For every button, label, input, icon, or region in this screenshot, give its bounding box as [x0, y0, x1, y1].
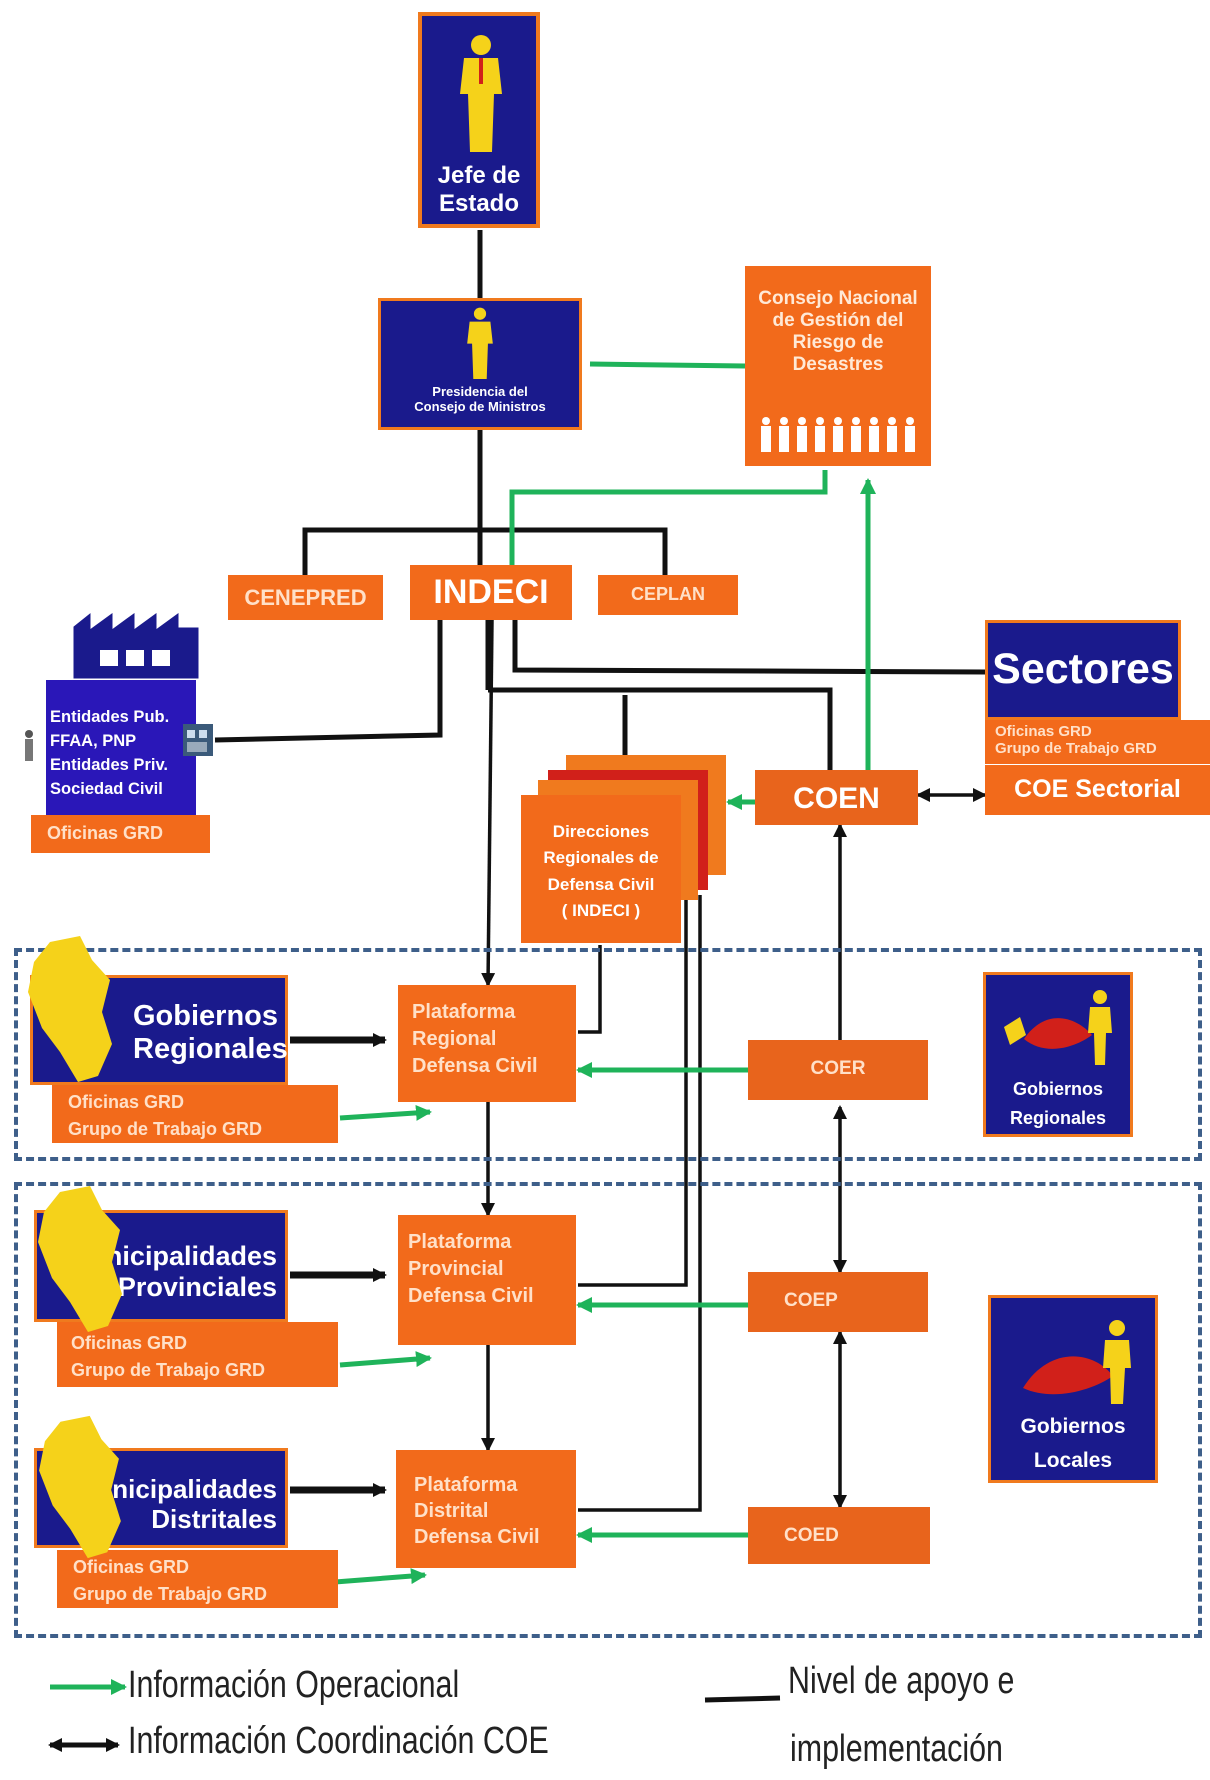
zone-local	[14, 1182, 1202, 1638]
coen-label: COEN	[793, 782, 880, 815]
node-cenepred[interactable]: CENEPRED	[228, 575, 383, 620]
plataforma-regional-label: Plataforma Regional Defensa Civil	[412, 1001, 538, 1077]
line-indeci-coen	[488, 687, 833, 770]
sectores-oficinas-label: Oficinas GRD Grupo de Trabajo GRD	[995, 723, 1157, 758]
direcciones-label: Direcciones Regionales de Defensa Civil …	[543, 822, 659, 921]
people-group-icon	[761, 417, 915, 452]
node-plataforma-distrital[interactable]: Plataforma Distrital Defensa Civil	[396, 1450, 576, 1568]
node-ceplan[interactable]: CEPLAN	[598, 575, 738, 615]
node-entidades-oficinas[interactable]: Oficinas GRD	[31, 815, 210, 853]
node-pcm[interactable]: Presidencia del Consejo de Ministros	[378, 298, 582, 430]
node-sectores-oficinas[interactable]: Oficinas GRD Grupo de Trabajo GRD	[985, 720, 1210, 764]
coed-label: COED	[784, 1525, 839, 1546]
sectores-label: Sectores	[992, 645, 1174, 693]
green-ofi-prov-plat	[339, 1351, 432, 1368]
coe-sectorial-label: COE Sectorial	[1014, 775, 1181, 803]
line-indeci-sectores	[512, 620, 986, 675]
green-ofi-reg-plat	[339, 1104, 432, 1121]
node-conagerd[interactable]: Consejo Nacional de Gestión del Riesgo d…	[745, 266, 931, 466]
node-coer[interactable]: COER	[748, 1040, 928, 1100]
line-branch	[302, 527, 668, 575]
node-mun-provinciales-oficinas[interactable]: Oficinas GRD Grupo de Trabajo GRD	[57, 1322, 338, 1387]
ceplan-label: CEPLAN	[630, 584, 705, 604]
green-conagerd-indeci	[509, 470, 828, 565]
legend-operacional: Información Operacional	[128, 1664, 460, 1706]
node-jefe-de-estado[interactable]: Jefe de Estado	[418, 12, 540, 228]
node-sectores[interactable]: Sectores	[985, 620, 1181, 720]
zone-regional	[14, 948, 1202, 1161]
entidades-label: Entidades Pub. FFAA, PNP Entidades Priv.…	[50, 708, 170, 798]
node-coep[interactable]: COEP	[748, 1272, 928, 1332]
node-direcciones[interactable]: Direcciones Regionales de Defensa Civil …	[521, 795, 681, 943]
legend-black-line	[704, 1695, 781, 1703]
node-gob-regionales-oficinas[interactable]: Oficinas GRD Grupo de Trabajo GRD	[52, 1085, 338, 1143]
node-gob-locales-side[interactable]: Gobiernos Locales	[988, 1295, 1158, 1483]
indeci-label: INDECI	[433, 573, 549, 611]
jefe-label: Jefe de Estado	[437, 162, 521, 217]
node-coe-sectorial[interactable]: COE Sectorial	[985, 765, 1210, 815]
legend-apoyo-line2: implementación	[790, 1728, 1003, 1770]
people-icon	[25, 730, 33, 761]
arrow-indeci-plat-reg	[481, 619, 496, 987]
coep-label: COEP	[784, 1290, 838, 1311]
coer-label: COER	[810, 1058, 866, 1079]
node-coen[interactable]: COEN	[755, 770, 918, 825]
node-indeci[interactable]: INDECI	[410, 565, 572, 620]
peru-map-icon	[28, 936, 112, 1082]
mun-provinciales-oficinas-label: Oficinas GRD Grupo de Trabajo GRD	[71, 1333, 266, 1380]
person-icon	[460, 35, 502, 152]
gob-regionales-side-label: Gobiernos Regionales	[1009, 1079, 1107, 1128]
peru-map-icon	[39, 1415, 121, 1559]
node-gob-regionales-side[interactable]: Gobiernos Regionales	[983, 972, 1133, 1137]
cenepred-label: CENEPRED	[244, 585, 367, 610]
node-coed[interactable]: COED	[748, 1507, 930, 1564]
node-plataforma-provincial[interactable]: Plataforma Provincial Defensa Civil	[398, 1215, 576, 1345]
gob-locales-side-label: Gobiernos Locales	[1020, 1415, 1126, 1472]
person-icon	[467, 307, 493, 379]
building-photo-icon	[183, 724, 213, 756]
gob-regionales-oficinas-label: Oficinas GRD Grupo de Trabajo GRD	[68, 1092, 263, 1139]
pcm-label: Presidencia del Consejo de Ministros	[414, 384, 546, 414]
mun-distritales-oficinas-label: Oficinas GRD Grupo de Trabajo GRD	[73, 1557, 268, 1604]
legend-coordinacion: Información Coordinación COE	[128, 1720, 549, 1762]
legend-apoyo-line1: Nivel de apoyo e	[788, 1660, 1015, 1702]
line-indeci-entidades	[214, 620, 443, 743]
node-entidades[interactable]: Entidades Pub. FFAA, PNP Entidades Priv.…	[46, 680, 196, 822]
gob-regionales-label: Gobiernos Regionales	[133, 1000, 288, 1066]
conagerd-label: Consejo Nacional de Gestión del Riesgo d…	[758, 288, 918, 375]
node-plataforma-regional[interactable]: Plataforma Regional Defensa Civil	[398, 985, 576, 1102]
plataforma-provincial-label: Plataforma Provincial Defensa Civil	[408, 1231, 534, 1307]
green-pcm-conagerd	[589, 361, 746, 369]
peru-map-icon	[38, 1186, 122, 1332]
factory-icon	[72, 608, 200, 680]
map-person-icon	[1023, 1320, 1131, 1404]
plataforma-distrital-label: Plataforma Distrital Defensa Civil	[414, 1474, 540, 1548]
entidades-oficinas-label: Oficinas GRD	[47, 823, 164, 843]
map-person-icon	[1004, 990, 1112, 1065]
green-ofi-dist-plat	[334, 1568, 427, 1585]
node-mun-distritales-oficinas[interactable]: Oficinas GRD Grupo de Trabajo GRD	[57, 1550, 338, 1608]
